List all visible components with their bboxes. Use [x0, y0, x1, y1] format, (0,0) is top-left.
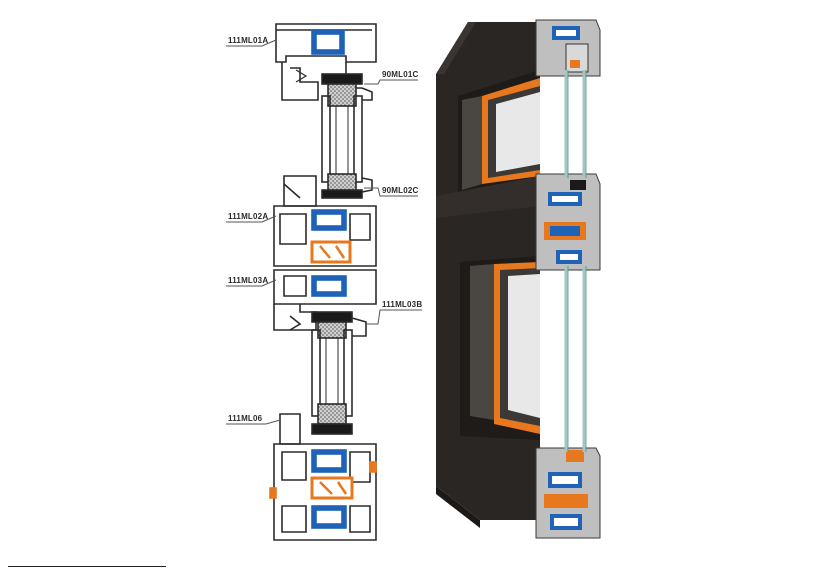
- transom-profile: [273, 175, 377, 267]
- label-90ml02c: 90ML02C: [382, 186, 419, 195]
- label-90ml01c: 90ML01C: [382, 70, 419, 79]
- lower-sash-glazing: [311, 311, 367, 435]
- footnote-rule: [8, 566, 166, 567]
- label-111ml02a: 111ML02A: [228, 212, 269, 221]
- frame-profile-top: [275, 23, 377, 101]
- frame-profile-bottom: [269, 413, 377, 541]
- label-111ml01a: 111ML01A: [228, 36, 269, 45]
- transom-band: [436, 176, 540, 218]
- leader-lines: [226, 39, 422, 425]
- profile-111ml03a: [273, 269, 377, 331]
- upper-sash-glazing: [321, 73, 373, 199]
- label-111ml06: 111ML06: [228, 414, 263, 423]
- label-111ml03a: 111ML03A: [228, 276, 269, 285]
- profile-ends: [535, 19, 601, 539]
- glass-panes: [564, 70, 586, 452]
- label-111ml03b: 111ML03B: [382, 300, 423, 309]
